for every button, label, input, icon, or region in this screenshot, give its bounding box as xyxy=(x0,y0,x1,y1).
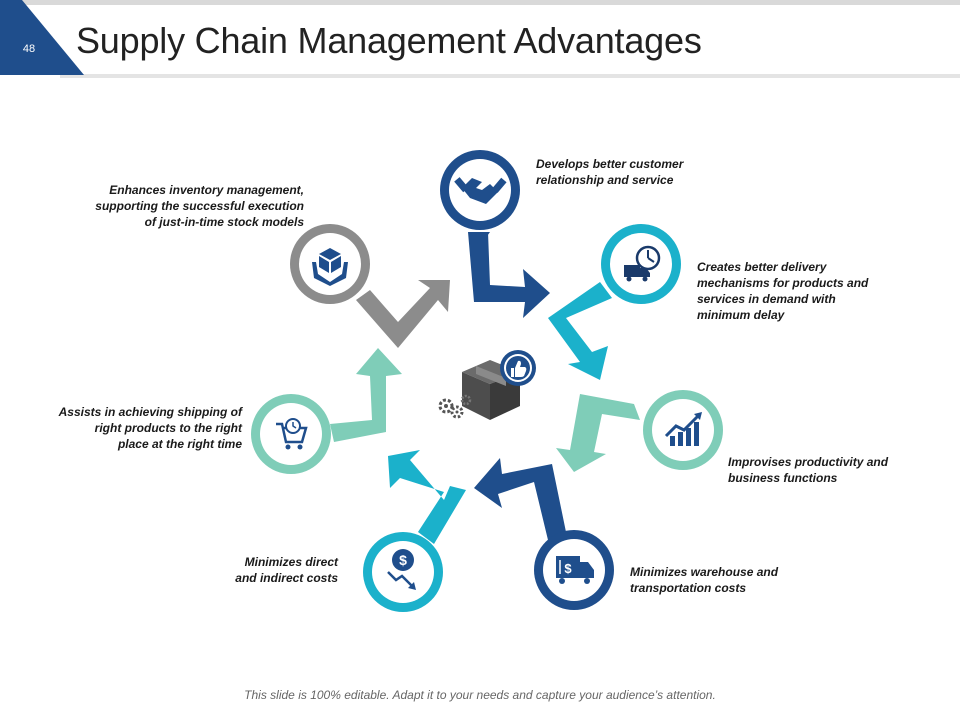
node-delivery xyxy=(548,224,681,380)
caption-line: minimum delay xyxy=(697,308,785,322)
caption-line: supporting the successful execution xyxy=(95,199,304,213)
top-bar xyxy=(0,0,960,5)
caption-line: Minimizes warehouse and xyxy=(630,565,779,579)
caption-line: Improvises productivity and xyxy=(728,455,889,469)
node-warehouse: $ xyxy=(474,458,614,610)
caption-productivity: Improvises productivity and business fun… xyxy=(728,454,888,486)
caption-shipping: Assists in achieving shipping of right p… xyxy=(22,404,242,452)
cart-clock-icon xyxy=(276,418,308,450)
growth-chart-icon xyxy=(664,412,702,446)
node-shipping xyxy=(251,348,402,474)
caption-inventory: Enhances inventory management, supportin… xyxy=(44,182,304,230)
caption-line: mechanisms for products and xyxy=(697,276,869,290)
caption-line: right products to the right xyxy=(94,421,242,435)
caption-line: Minimizes direct xyxy=(244,555,338,569)
hands-box-icon xyxy=(312,248,348,286)
node-inventory xyxy=(290,224,450,348)
caption-line: transportation costs xyxy=(630,581,747,595)
caption-delivery: Creates better delivery mechanisms for p… xyxy=(697,259,868,323)
dollar-truck-icon: $ xyxy=(556,556,594,584)
truck-clock-icon xyxy=(624,245,661,282)
caption-line: Creates better delivery xyxy=(697,260,827,274)
caption-line: Develops better customer xyxy=(536,157,684,171)
node-productivity xyxy=(556,390,723,472)
node-customer xyxy=(440,150,550,318)
caption-line: place at the right time xyxy=(117,437,242,451)
footer-note: This slide is 100% editable. Adapt it to… xyxy=(244,688,716,702)
page-title: Supply Chain Management Advantages xyxy=(76,20,702,61)
box-thumbs-up-gears-icon xyxy=(438,350,536,420)
caption-line: relationship and service xyxy=(536,173,674,187)
slide-number: 48 xyxy=(22,43,36,55)
caption-line: and indirect costs xyxy=(235,571,338,585)
caption-costs: Minimizes direct and indirect costs xyxy=(190,554,338,586)
title-underline xyxy=(60,74,960,78)
caption-line: business functions xyxy=(728,471,838,485)
caption-warehouse: Minimizes warehouse and transportation c… xyxy=(630,564,778,596)
caption-customer: Develops better customer relationship an… xyxy=(536,156,683,188)
node-costs: $ xyxy=(363,450,466,612)
svg-text:$: $ xyxy=(399,552,407,568)
caption-line: Enhances inventory management, xyxy=(109,183,304,197)
svg-text:$: $ xyxy=(564,561,572,576)
dollar-down-icon: $ xyxy=(387,549,416,590)
caption-line: of just-in-time stock models xyxy=(144,215,304,229)
caption-line: Assists in achieving shipping of xyxy=(58,405,242,419)
slide-number-badge xyxy=(0,0,84,75)
handshake-icon xyxy=(454,177,507,204)
caption-line: services in demand with xyxy=(697,292,836,306)
